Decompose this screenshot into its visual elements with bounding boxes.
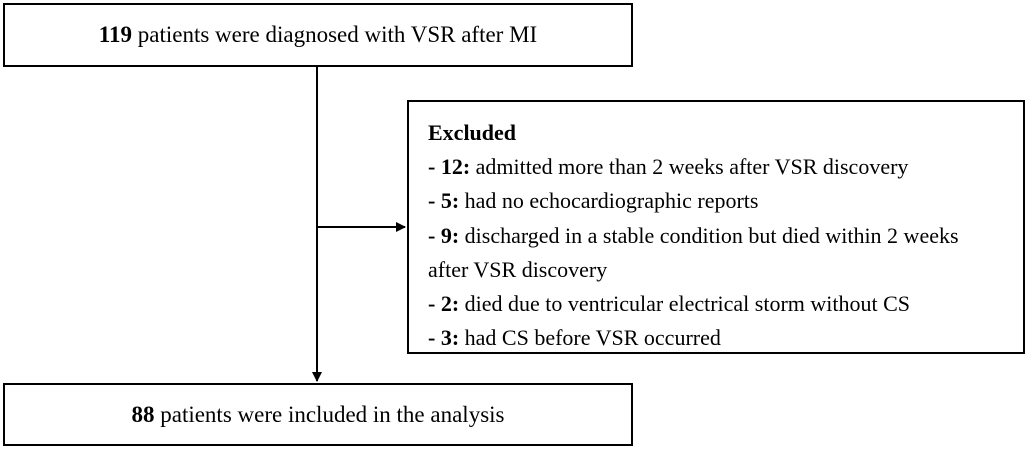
included-text: patients were included in the analysis (154, 401, 505, 427)
exclusion-reason: died due to ventricular electrical storm… (459, 291, 911, 317)
included-patients-box: 88 patients were included in the analysi… (3, 383, 633, 446)
exclusion-reason: had no echocardiographic reports (459, 188, 759, 214)
diagnosed-text: patients were diagnosed with VSR after M… (132, 22, 538, 47)
exclusion-item: - 9: discharged in a stable condition bu… (428, 219, 1023, 253)
included-count: 88 (131, 401, 155, 427)
exclusion-item: - 2: died due to ventricular electrical … (428, 287, 1023, 321)
exclusion-reason-continuation: after VSR discovery (428, 256, 608, 282)
exclusion-item: - 3: had CS before VSR occurred (428, 321, 1023, 355)
excluded-box: Excluded - 12: admitted more than 2 week… (407, 100, 1025, 354)
exclusion-item: - 12: admitted more than 2 weeks after V… (428, 150, 1023, 184)
exclusion-count: - 9: (428, 222, 460, 248)
diagnosed-count: 119 (98, 22, 133, 47)
exclusion-reason: admitted more than 2 weeks after VSR dis… (470, 154, 909, 180)
exclusion-reason: had CS before VSR occurred (459, 325, 721, 351)
excluded-title: Excluded (428, 120, 517, 145)
exclusion-count: - 12: (428, 154, 471, 180)
diagnosed-patients-box: 119 patients were diagnosed with VSR aft… (3, 3, 633, 67)
exclusion-count: - 2: (428, 291, 460, 317)
exclusion-reason: discharged in a stable condition but die… (459, 222, 959, 248)
exclusion-count: - 5: (428, 188, 460, 214)
exclusion-item: - 5: had no echocardiographic reports (428, 184, 1023, 218)
exclusion-count: - 3: (428, 325, 460, 351)
